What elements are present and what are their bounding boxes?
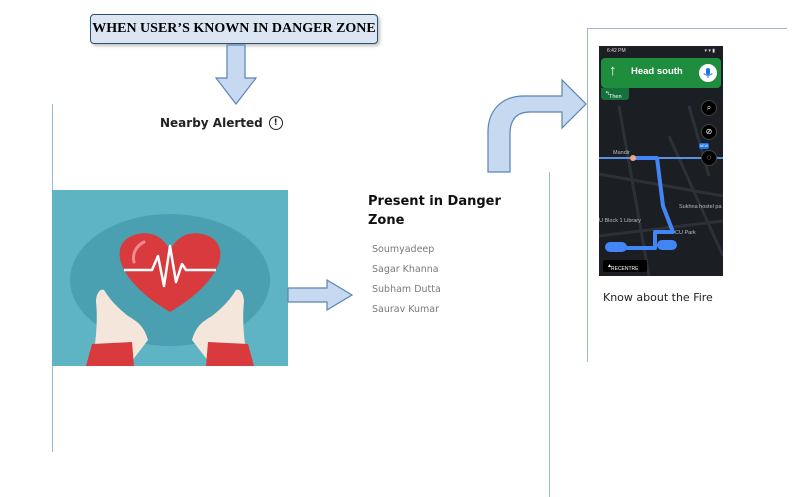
list-item: Saurav Kumar — [372, 304, 440, 315]
danger-zone-title: Present in Danger Zone — [368, 194, 501, 228]
list-item: Subham Dutta — [372, 284, 441, 295]
title-box: WHEN USER’S KNOWN IN DANGER ZONE — [90, 14, 378, 44]
search-icon: ⌕ — [706, 103, 712, 112]
map-label-library: U Block 1 Library — [599, 218, 641, 224]
middle-divider — [549, 172, 550, 497]
recentre-label: RECENTRE — [611, 266, 639, 272]
title-text: WHEN USER’S KNOWN IN DANGER ZONE — [92, 21, 376, 36]
arrow-up-icon: ↑ — [609, 62, 617, 79]
status-time: 6:42 PM — [607, 48, 626, 54]
alert-icon: ! — [268, 116, 283, 130]
right-arrow-icon — [287, 279, 354, 311]
mic-icon — [703, 68, 713, 78]
phone-caption: Know about the Fire — [603, 291, 713, 304]
status-bar: 6:42 PM ▾ ▾ ▮ — [599, 46, 723, 55]
navigation-phone-screen: 6:42 PM ▾ ▾ ▮ ↑ Head south Then ↰ ⌕ ⊘ NE… — [599, 46, 723, 276]
map-label-hostel: Sukhna hostel pa — [679, 204, 722, 210]
map-label-mandir: Mandir — [613, 150, 630, 156]
map-label-park: CU Park — [675, 230, 696, 236]
down-arrow-icon — [214, 44, 258, 105]
heart-hands-icon — [52, 190, 288, 366]
nearby-alerted-label: Nearby Alerted — [160, 116, 263, 130]
list-item: Sagar Khanna — [372, 264, 439, 275]
chat-icon: ◌ — [706, 153, 712, 162]
nearby-alerted: Nearby Alerted ! — [160, 116, 283, 130]
heart-hands-illustration — [52, 190, 288, 366]
then-turn-hint: Then ↰ — [601, 88, 629, 100]
status-icons: ▾ ▾ ▮ — [704, 48, 715, 54]
mic-button[interactable] — [699, 64, 717, 82]
new-badge: NEW — [699, 143, 709, 149]
mute-button[interactable]: ⊘ — [701, 124, 717, 140]
phone-panel — [587, 28, 787, 362]
navigation-banner[interactable]: ↑ Head south — [601, 58, 721, 88]
recentre-button[interactable]: ▲ RECENTRE — [603, 260, 647, 272]
report-button[interactable]: ◌ — [701, 150, 717, 166]
danger-zone-list: Soumyadeep Sagar Khanna Subham Dutta Sau… — [372, 244, 441, 324]
bent-arrow-icon — [487, 78, 587, 173]
direction-text: Head south — [631, 66, 683, 77]
list-item: Soumyadeep — [372, 244, 435, 255]
new-badge-text: NEW — [699, 144, 709, 148]
search-button[interactable]: ⌕ — [701, 100, 717, 116]
then-label: Then — [609, 94, 622, 100]
mute-icon: ⊘ — [705, 127, 713, 136]
